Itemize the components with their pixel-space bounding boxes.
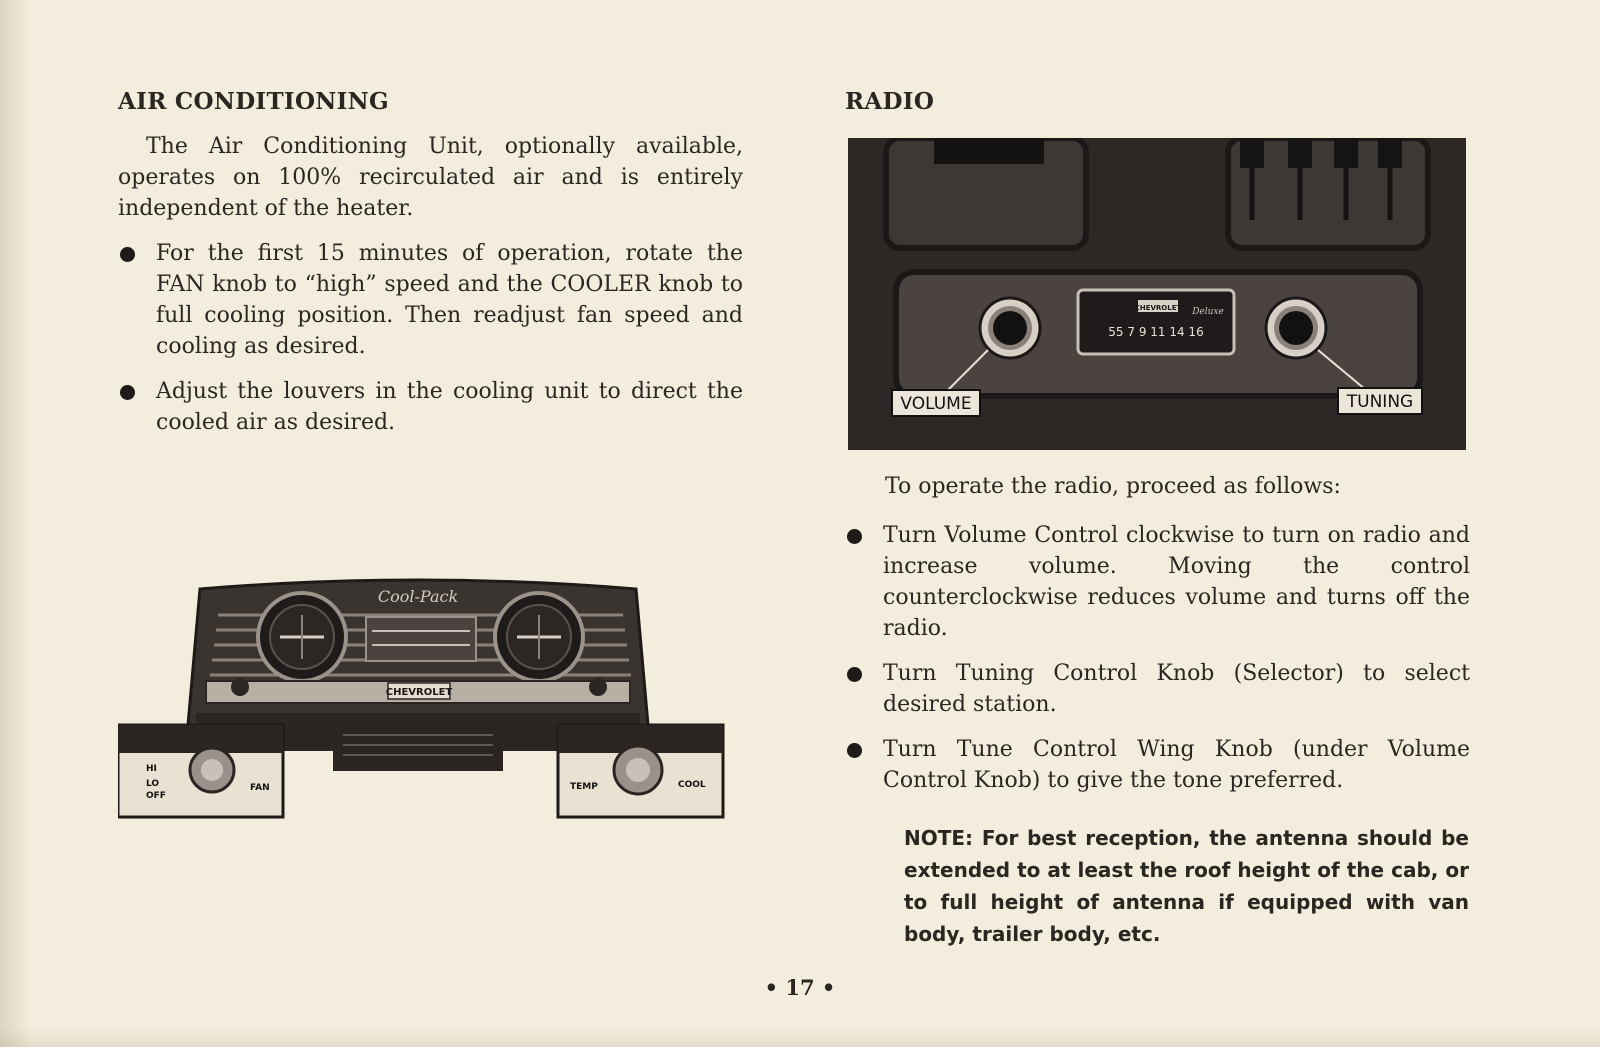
radio-photo: CHEVROLET Deluxe 55 7 9 11 14 16 VOLUME … <box>848 135 1466 450</box>
temp-label: TEMP <box>570 782 598 792</box>
bullet-text: Turn Volume Control clockwise to turn on… <box>883 523 1470 641</box>
fan-lo-label: LO <box>146 779 159 789</box>
air-conditioning-heading: AIR CONDITIONING <box>118 88 389 115</box>
page-number: • 17 • <box>764 975 836 1000</box>
bullet-icon <box>847 743 862 758</box>
list-item: Turn Tune Control Wing Knob (under Volum… <box>845 734 1470 796</box>
radio-bullets: Turn Volume Control clockwise to turn on… <box>845 520 1470 796</box>
bullet-icon <box>847 529 862 544</box>
cool-pack-script: Cool-Pack <box>378 587 458 606</box>
tuning-label: TUNING <box>1346 392 1413 412</box>
cool-pack-unit-illustration: Cool-Pack CHEVROLET HI LO OFF FAN TEMP C… <box>116 575 743 837</box>
list-item: For the first 15 minutes of operation, r… <box>118 238 743 362</box>
list-item: Turn Volume Control clockwise to turn on… <box>845 520 1470 644</box>
cool-label: COOL <box>678 780 706 790</box>
antenna-note: NOTE: For best reception, the antenna sh… <box>904 826 1469 946</box>
bullet-icon <box>847 667 862 682</box>
air-conditioning-bullets: For the first 15 minutes of operation, r… <box>118 238 743 438</box>
fan-hi-label: HI <box>146 764 157 774</box>
bullet-icon <box>120 247 135 262</box>
chevrolet-badge: CHEVROLET <box>386 687 453 698</box>
dial-scale: 55 7 9 11 14 16 <box>1108 325 1203 339</box>
volume-label: VOLUME <box>900 394 971 414</box>
list-item: Turn Tuning Control Knob (Selector) to s… <box>845 658 1470 720</box>
cool-pack-drawing: Cool-Pack CHEVROLET HI LO OFF FAN TEMP C… <box>116 578 725 819</box>
bullet-text: Adjust the louvers in the cooling unit t… <box>156 379 743 435</box>
bullet-icon <box>120 385 135 400</box>
air-conditioning-section: AIR CONDITIONING The Air Conditioning Un… <box>118 88 743 452</box>
dial-brand: CHEVROLET <box>1135 304 1182 312</box>
radio-section: RADIO <box>845 88 1470 131</box>
fan-label: FAN <box>250 783 270 793</box>
list-item: Adjust the louvers in the cooling unit t… <box>118 376 743 438</box>
air-conditioning-intro: The Air Conditioning Unit, optionally av… <box>118 134 743 221</box>
fan-off-label: OFF <box>146 791 166 801</box>
dial-script: Deluxe <box>1191 307 1224 317</box>
radio-intro: To operate the radio, proceed as follows… <box>885 474 1341 499</box>
radio-bullet-list: Turn Volume Control clockwise to turn on… <box>845 520 1470 810</box>
radio-drawing: CHEVROLET Deluxe 55 7 9 11 14 16 VOLUME … <box>848 135 1466 450</box>
bullet-text: Turn Tuning Control Knob (Selector) to s… <box>883 661 1470 717</box>
radio-heading: RADIO <box>845 88 935 115</box>
bullet-text: Turn Tune Control Wing Knob (under Volum… <box>883 737 1470 793</box>
bullet-text: For the first 15 minutes of operation, r… <box>156 241 743 359</box>
